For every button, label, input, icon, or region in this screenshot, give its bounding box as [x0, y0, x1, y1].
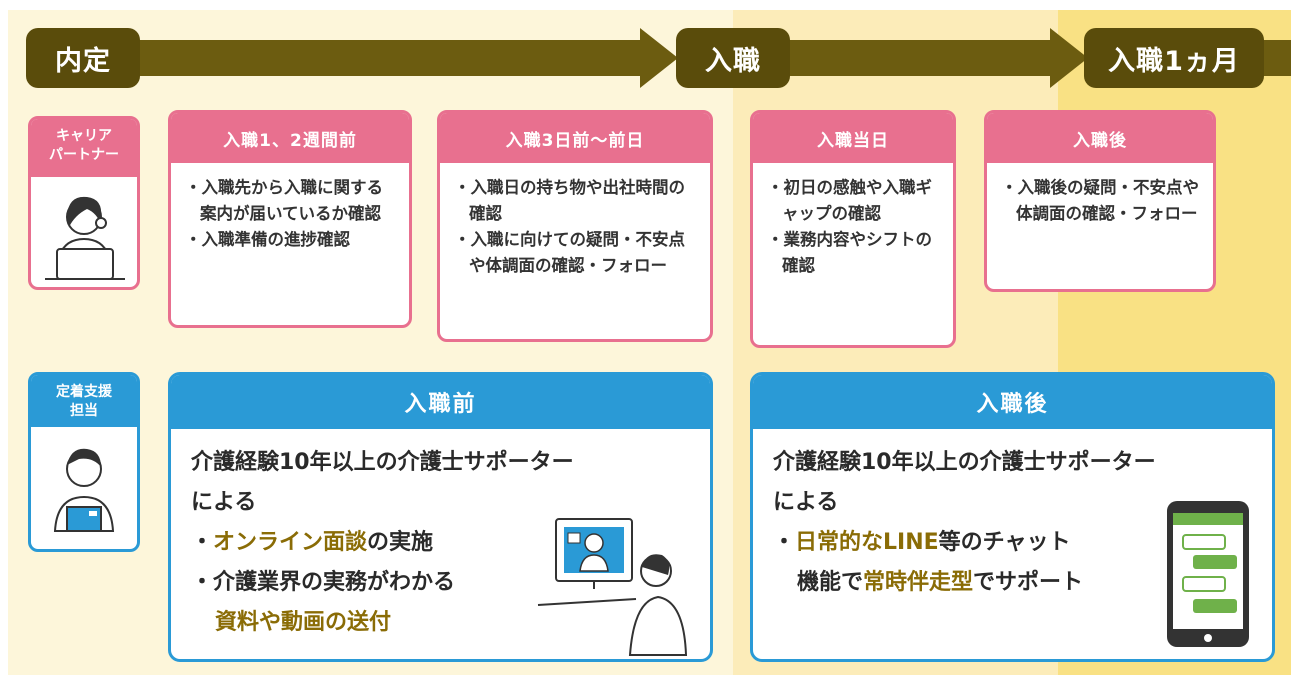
role-retention-support: 定着支援 担当 — [28, 372, 140, 552]
role-label: キャリア パートナー — [31, 119, 137, 177]
highlight-materials: 資料や動画の送付 — [215, 610, 392, 635]
card-1-2-weeks-before: 入職1、2週間前 ・入職先から入職に関する案内が届いているか確認 ・入職準備の進… — [168, 110, 412, 328]
card-3-days-before: 入職3日前～前日 ・入職日の持ち物や出社時間の確認 ・入職に向けての疑問・不安点… — [437, 110, 713, 342]
card-item: ・入職に向けての疑問・不安点や体調面の確認・フォロー — [454, 230, 685, 275]
card-title: 入職前 — [171, 375, 710, 429]
role-label-line1: 定着支援 — [56, 384, 112, 400]
role-label-line1: キャリア — [56, 128, 112, 144]
card-body: 介護経験10年以上の介護士サポーター による ・日常的なLINE等のチャット 機… — [753, 429, 1272, 603]
timeline-stage-one-month: 入職1ヵ月 — [1084, 28, 1264, 88]
card-item: ・業務内容やシフトの確認 — [767, 230, 932, 275]
card-body: ・入職日の持ち物や出社時間の確認 ・入職に向けての疑問・不安点や体調面の確認・フ… — [440, 163, 710, 279]
bullet-text: 機能で — [797, 570, 864, 595]
timeline-arrow-2 — [1050, 28, 1088, 88]
intro-line1: 介護経験10年以上の介護士サポーター — [191, 450, 574, 475]
support-staff-illustration — [53, 448, 115, 532]
card-title: 入職後 — [753, 375, 1272, 429]
card-item: ・入職先から入職に関する案内が届いているか確認 — [185, 178, 383, 223]
bullet-marker: ・ — [773, 530, 796, 555]
role-label: 定着支援 担当 — [31, 375, 137, 427]
card-item: ・入職後の疑問・不安点や体調面の確認・フォロー — [1001, 178, 1199, 223]
bullet-line-chat-cont: 機能で常時伴走型でサポート — [773, 563, 1272, 603]
card-body: ・初日の感触や入職ギャップの確認 ・業務内容やシフトの確認 — [753, 163, 953, 279]
bullet-text: でサポート — [973, 570, 1084, 595]
online-meeting-illustration — [537, 518, 688, 656]
card-item: ・入職準備の進捗確認 — [185, 230, 350, 249]
intro-line1: 介護経験10年以上の介護士サポーター — [773, 450, 1156, 475]
card-item: ・初日の感触や入職ギャップの確認 — [767, 178, 932, 223]
card-title: 入職1、2週間前 — [171, 113, 409, 163]
timeline-arrow-1 — [640, 28, 678, 88]
card-title: 入職当日 — [753, 113, 953, 163]
intro-line2: による — [191, 490, 257, 515]
bullet-online-interview: ・オンライン面談の実施 — [191, 523, 710, 563]
smartphone-chat-icon — [1167, 501, 1249, 647]
career-partner-illustration — [45, 196, 125, 280]
card-body: ・入職先から入職に関する案内が届いているか確認 ・入職準備の進捗確認 — [171, 163, 409, 253]
card-after-entry-support: 入職後 介護経験10年以上の介護士サポーター による ・日常的なLINE等のチャ… — [750, 372, 1275, 662]
timeline-bar-1 — [130, 40, 650, 76]
role-label-line2: パートナー — [49, 147, 119, 163]
card-body: 介護経験10年以上の介護士サポーター による ・オンライン面談の実施 ・介護業界… — [171, 429, 710, 643]
card-title: 入職3日前～前日 — [440, 113, 710, 163]
card-entry-day: 入職当日 ・初日の感触や入職ギャップの確認 ・業務内容やシフトの確認 — [750, 110, 956, 348]
card-before-entry-support: 入職前 介護経験10年以上の介護士サポーター による ・オンライン面談の実施 ・… — [168, 372, 713, 662]
role-career-partner: キャリア パートナー — [28, 116, 140, 290]
bullet-marker: ・ — [191, 530, 214, 555]
bullet-materials-line1: ・介護業界の実務がわかる — [191, 570, 456, 595]
card-after-entry: 入職後 ・入職後の疑問・不安点や体調面の確認・フォロー — [984, 110, 1216, 292]
highlight-online-interview: オンライン面談 — [213, 530, 368, 555]
card-item: ・入職日の持ち物や出社時間の確認 — [454, 178, 685, 223]
timeline-stage-offer: 内定 — [26, 28, 140, 88]
bullet-rest: 等のチャット — [938, 530, 1071, 555]
highlight-always-accompany: 常時伴走型 — [863, 570, 974, 595]
card-body: ・入職後の疑問・不安点や体調面の確認・フォロー — [987, 163, 1213, 227]
card-title: 入職後 — [987, 113, 1213, 163]
timeline-bar-2 — [780, 40, 1060, 76]
timeline-stage-entry: 入職 — [676, 28, 790, 88]
intro-line2: による — [773, 490, 839, 515]
highlight-line: 日常的なLINE — [795, 530, 939, 555]
bullet-line-chat: ・日常的なLINE等のチャット — [773, 523, 1272, 563]
role-label-line2: 担当 — [70, 403, 98, 419]
bullet-rest: の実施 — [367, 530, 434, 555]
